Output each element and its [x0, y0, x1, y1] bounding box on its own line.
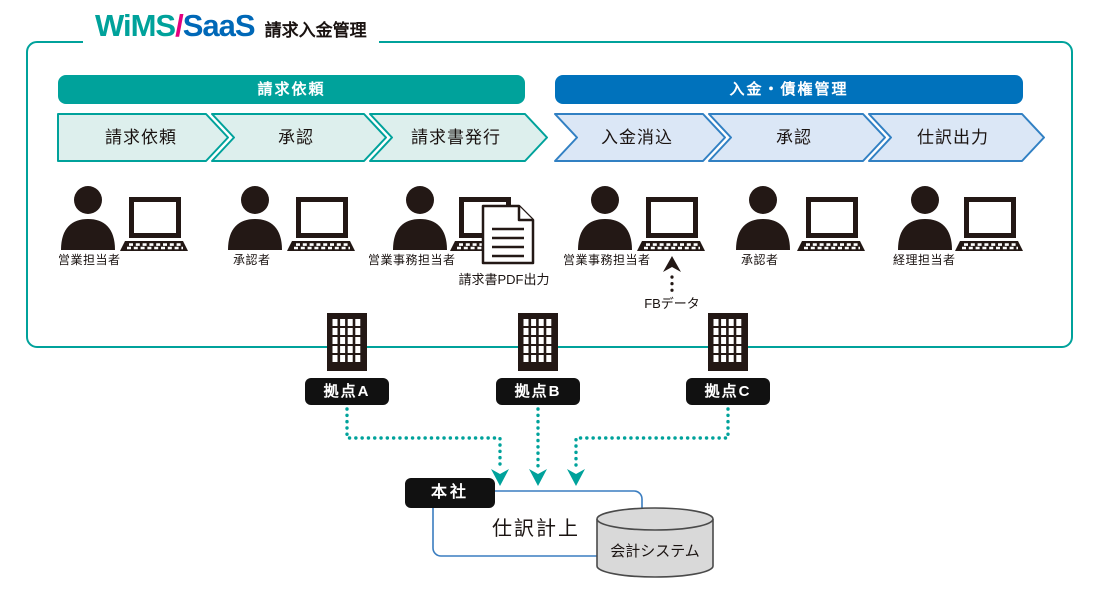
- actor-icons: [61, 186, 1025, 253]
- chevron-group-receivables: [554, 113, 1045, 162]
- document-icon: [481, 204, 535, 265]
- person-icon: [228, 186, 282, 250]
- actor-label-1: 営業担当者: [58, 253, 121, 267]
- actor-label-3: 営業事務担当者: [368, 253, 456, 267]
- page-title: WiMS/SaaS 請求入金管理: [83, 8, 379, 44]
- database-icon: [596, 507, 714, 578]
- step-label-6: 仕訳出力: [917, 128, 989, 147]
- arrow-down-icon: [491, 469, 509, 486]
- chevron-step-3: [369, 113, 548, 162]
- brand-blue: SaaS: [182, 8, 256, 43]
- site-to-hq-connectors: [345, 407, 730, 468]
- site-label-c: 拠点C: [686, 378, 770, 405]
- building-icon: [518, 313, 558, 371]
- person-icon: [736, 186, 790, 250]
- accounting-system-label: 会計システム: [610, 543, 700, 560]
- chevron-group-billing: [57, 113, 548, 162]
- section-bar-receivables: [555, 75, 1023, 104]
- actor-label-5: 承認者: [741, 253, 779, 267]
- chevron-step-6: [868, 113, 1045, 162]
- laptop-icon: [285, 195, 357, 253]
- hq-label: 本社: [405, 478, 495, 508]
- step-label-4: 入金消込: [601, 128, 673, 147]
- chevron-step-4: [554, 113, 726, 162]
- pdf-output-note: 請求書PDF出力: [458, 272, 550, 287]
- journal-label: 仕訳計上: [492, 518, 580, 540]
- site-label-b: 拠点B: [496, 378, 580, 405]
- brand-subtitle: 請求入金管理: [264, 21, 367, 40]
- section-bar-billing: [58, 75, 525, 104]
- connector-site-c: [574, 407, 730, 468]
- brand-logo: WiMS/SaaS: [95, 8, 256, 44]
- building-icon: [708, 313, 748, 371]
- building-icon: [327, 313, 367, 371]
- arrow-down-icon: [529, 469, 547, 486]
- step-label-3: 請求書発行: [411, 128, 501, 147]
- laptop-icon: [795, 195, 867, 253]
- person-icon: [578, 186, 632, 250]
- step-label-1: 請求依頼: [105, 128, 177, 147]
- section-label-receivables: 入金・債権管理: [729, 81, 849, 98]
- laptop-icon: [953, 195, 1025, 253]
- actor-label-6: 経理担当者: [893, 253, 956, 267]
- laptop-icon: [635, 195, 707, 253]
- person-icon: [393, 186, 447, 250]
- person-icon: [61, 186, 115, 250]
- fb-upload-arrow: [663, 256, 681, 293]
- arrow-down-icon: [567, 469, 585, 486]
- actor-label-2: 承認者: [233, 253, 271, 267]
- chevron-step-5: [708, 113, 886, 162]
- actor-label-4: 営業事務担当者: [563, 253, 651, 267]
- brand-slash: /: [175, 8, 184, 43]
- site-label-a: 拠点A: [305, 378, 389, 405]
- laptop-icon: [118, 195, 190, 253]
- connector-arrowheads: [491, 469, 585, 486]
- step-label-2: 承認: [278, 128, 314, 147]
- step-label-5: 承認: [776, 128, 812, 147]
- person-icon: [898, 186, 952, 250]
- section-label-billing: 請求依頼: [257, 81, 326, 98]
- fb-data-note: FBデータ: [644, 296, 700, 311]
- brand-teal: WiMS: [95, 8, 176, 43]
- chevron-step-1: [57, 113, 229, 162]
- connector-site-a: [345, 407, 502, 468]
- chevron-step-2: [211, 113, 387, 162]
